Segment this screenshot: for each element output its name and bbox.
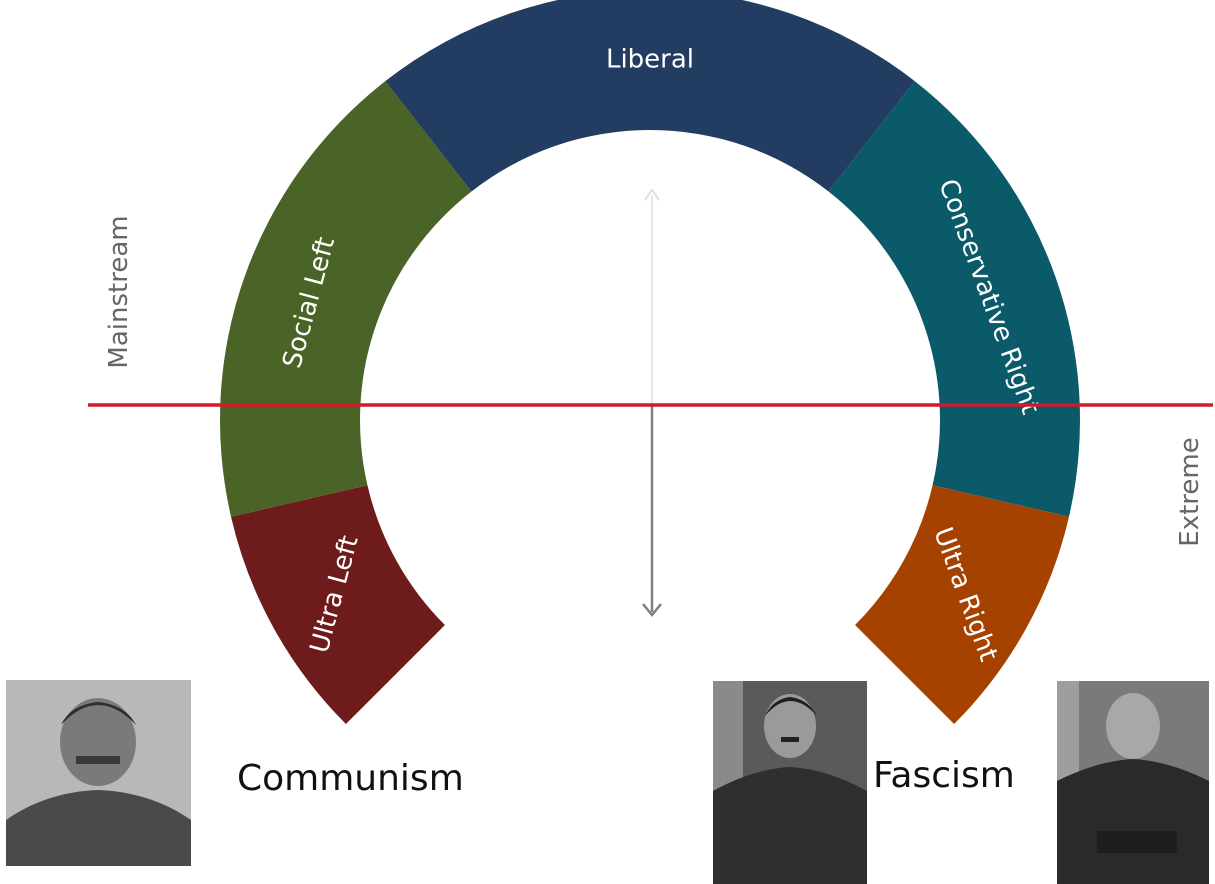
segment-ultra-left: [231, 485, 445, 725]
fascism-caption: Fascism: [873, 755, 1015, 796]
portrait-photo-icon: [713, 681, 867, 884]
segment-label-liberal: Liberal: [606, 45, 694, 75]
segment-social-left: [219, 81, 472, 517]
segment-liberal: [385, 0, 915, 192]
center-arrow-head-up: [644, 188, 660, 201]
center-arrow-head-down: [642, 603, 662, 617]
communism-caption: Communism: [237, 758, 464, 799]
photo-left: [6, 680, 191, 866]
photo-middle: [713, 681, 867, 884]
segment-conservative-right: [828, 81, 1080, 517]
portrait-photo-icon: [1057, 681, 1209, 884]
segment-ultra-right: [855, 485, 1069, 725]
extreme-label: Extreme: [1175, 437, 1205, 546]
portrait-photo-icon: [6, 680, 191, 866]
spectrum-arc: [219, 0, 1080, 725]
mainstream-label: Mainstream: [104, 215, 134, 368]
photo-right: [1057, 681, 1209, 884]
